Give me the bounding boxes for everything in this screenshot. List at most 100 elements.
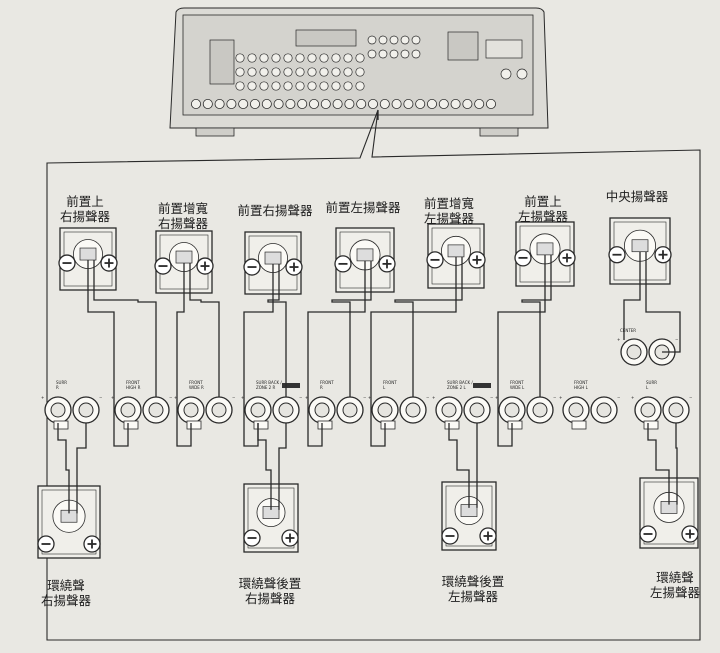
receiver-speaker-terminal bbox=[438, 99, 449, 110]
receiver-speaker-terminal bbox=[403, 99, 414, 110]
terminal-knob-negative bbox=[278, 402, 294, 418]
receiver-speaker-terminal bbox=[344, 99, 355, 110]
minus-icon: − bbox=[232, 395, 235, 400]
receiver-speaker-terminal bbox=[273, 99, 284, 110]
speaker-wire bbox=[267, 264, 287, 397]
terminal-knob-negative bbox=[596, 402, 612, 418]
terminal-front-r: +− bbox=[305, 395, 366, 424]
plus-icon: + bbox=[368, 395, 371, 400]
front-wide-left-speaker-label: 前置增寬 左揚聲器 bbox=[423, 196, 474, 226]
input-jack bbox=[295, 67, 305, 77]
terminal-label-front-wide-l: WIDE L bbox=[510, 385, 525, 390]
wire-clip bbox=[53, 420, 69, 430]
receiver-speaker-terminal bbox=[462, 99, 473, 110]
terminal-knob-positive bbox=[183, 402, 199, 418]
input-jack bbox=[247, 67, 257, 77]
input-jack bbox=[235, 53, 245, 63]
input-jack bbox=[271, 53, 281, 63]
terminal-label-surr-back-l: ZONE 2 L bbox=[447, 385, 466, 390]
speaker-wire bbox=[87, 260, 129, 447]
minus-icon: − bbox=[169, 395, 172, 400]
input-jack bbox=[355, 81, 365, 91]
receiver-speaker-terminal bbox=[285, 99, 296, 110]
terminal-knob-positive bbox=[250, 402, 266, 418]
plus-icon: + bbox=[432, 395, 435, 400]
receiver-speaker-terminal bbox=[450, 99, 461, 110]
terminal-front-wide-r: +− bbox=[174, 395, 235, 424]
terminal-knob-positive bbox=[626, 344, 642, 360]
binding-post bbox=[356, 248, 374, 262]
receiver-speaker-terminal bbox=[190, 99, 201, 110]
power-jack bbox=[516, 68, 528, 80]
terminal-knob-positive bbox=[568, 402, 584, 418]
wire-clip bbox=[571, 420, 587, 430]
receiver-speaker-terminal bbox=[238, 99, 249, 110]
binding-post bbox=[631, 239, 649, 253]
terminal-front-high-r: +− bbox=[111, 395, 172, 424]
binding-post bbox=[536, 242, 554, 256]
terminal-label-surr-back-l: SURR BACK / bbox=[447, 380, 473, 385]
input-jack bbox=[247, 53, 257, 63]
plus-icon: + bbox=[559, 395, 562, 400]
terminal-label-front-high-r: HIGH R bbox=[126, 385, 141, 390]
receiver-speaker-terminal bbox=[308, 99, 319, 110]
input-jack bbox=[307, 53, 317, 63]
center-wire bbox=[645, 251, 681, 353]
speaker-wire bbox=[331, 260, 372, 397]
minus-icon: − bbox=[99, 395, 102, 400]
minus-icon: − bbox=[490, 395, 493, 400]
receiver-speaker-terminal bbox=[379, 99, 390, 110]
antenna-block bbox=[447, 31, 479, 61]
receiver-speaker-terminal bbox=[367, 99, 378, 110]
input-jack bbox=[295, 81, 305, 91]
plus-icon: + bbox=[241, 395, 244, 400]
terminal-label-front-wide-l: FRONT bbox=[510, 380, 524, 385]
plus-icon: + bbox=[174, 395, 177, 400]
terminal-label-front-l: FRONT bbox=[383, 380, 397, 385]
surround-right-speaker-label: 環繞聲 右揚聲器 bbox=[40, 578, 91, 608]
minus-icon: − bbox=[689, 395, 692, 400]
center-speaker-label: 中央揚聲器 bbox=[605, 189, 669, 204]
terminal-label-front-l: L bbox=[383, 385, 386, 390]
front-left-speaker-label: 前置左揚聲器 bbox=[325, 200, 401, 215]
minus-icon: − bbox=[617, 395, 620, 400]
terminal-front-wide-l: +− bbox=[495, 395, 556, 424]
input-jack bbox=[307, 81, 317, 91]
input-jack bbox=[343, 81, 353, 91]
output-jack bbox=[389, 49, 399, 59]
minus-icon: − bbox=[299, 395, 302, 400]
receiver-speaker-terminal bbox=[356, 99, 367, 110]
input-jack bbox=[331, 67, 341, 77]
minus-icon: − bbox=[675, 337, 678, 342]
terminal-surr-back-l: +− bbox=[432, 395, 493, 424]
receiver-speaker-terminal bbox=[226, 99, 237, 110]
input-jack bbox=[283, 53, 293, 63]
wire-clip bbox=[253, 420, 269, 430]
terminal-label-front-high-r: FRONT bbox=[126, 380, 140, 385]
speaker-wire bbox=[278, 423, 287, 510]
terminal-label-surr-l: L bbox=[646, 385, 649, 390]
terminal-label-surr-r: SURR bbox=[56, 380, 67, 385]
minus-icon: − bbox=[426, 395, 429, 400]
terminal-knob-positive bbox=[640, 402, 656, 418]
terminal-surr-r: +− bbox=[41, 395, 102, 424]
wire-clip bbox=[123, 420, 139, 430]
plus-icon: + bbox=[305, 395, 308, 400]
surround-back-right-speaker-label: 環繞聲後置 右揚聲器 bbox=[238, 576, 302, 606]
zone-tag bbox=[473, 383, 491, 388]
terminal-surr-l: +− bbox=[631, 395, 692, 424]
speaker-wire bbox=[257, 423, 272, 510]
terminal-label-front-wide-r: FRONT bbox=[189, 380, 203, 385]
input-jack bbox=[319, 81, 329, 91]
terminal-center: +− bbox=[617, 337, 678, 366]
speaker-wire bbox=[521, 254, 552, 397]
speaker-wire bbox=[675, 423, 678, 505]
output-jack bbox=[367, 49, 377, 59]
terminal-knob-positive bbox=[377, 402, 393, 418]
speaker-wire bbox=[57, 423, 70, 514]
terminal-knob-positive bbox=[120, 402, 136, 418]
wire-clip bbox=[643, 420, 659, 430]
output-jack bbox=[367, 35, 377, 45]
terminal-knob-positive bbox=[504, 402, 520, 418]
